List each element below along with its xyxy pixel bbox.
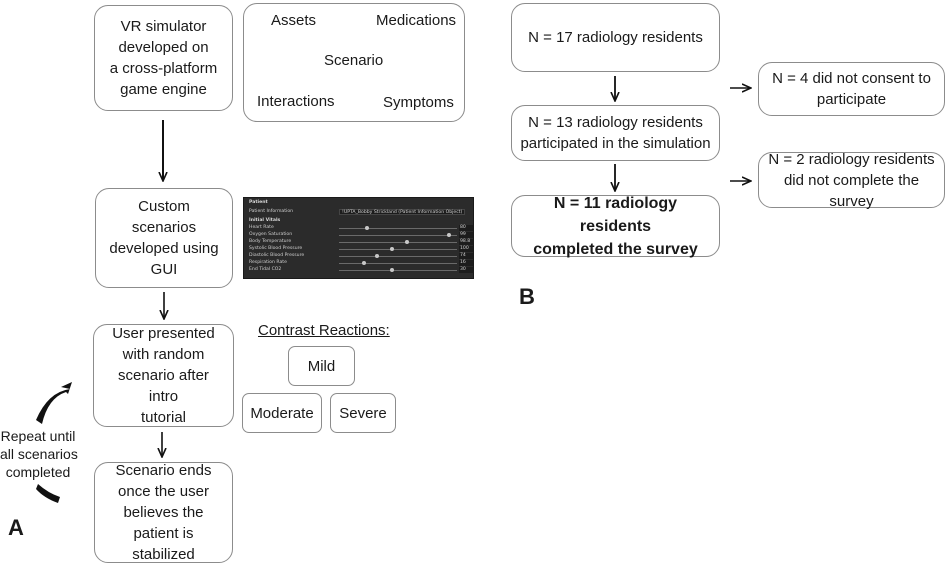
- gui-vital-label: Oxygen Saturation: [249, 232, 293, 237]
- vr-simulator-line-1: VR simulator: [120, 18, 207, 35]
- gui-vital-row: End Tidal CO2 30: [249, 267, 473, 273]
- panel-b-label: B: [519, 284, 535, 309]
- gui-vital-slider[interactable]: [339, 249, 457, 250]
- gui-vital-label: Body Temperature: [249, 239, 292, 244]
- repeat-arrow-up: [36, 382, 72, 424]
- custom-scenarios-line-3: GUI: [150, 261, 178, 278]
- n2-line-1: N = 2 radiology residents: [768, 150, 935, 168]
- n4-line-1: N = 4 did not consent to: [772, 70, 931, 87]
- user-presented-box: User presented with random scenario afte…: [93, 324, 234, 427]
- n4-line-2: participate: [816, 91, 887, 108]
- gui-vital-row: Diastolic Blood Pressure 74: [249, 253, 473, 259]
- severe-label: Severe: [339, 404, 387, 422]
- gui-vital-label: End Tidal CO2: [249, 267, 282, 272]
- gui-patient-info-field[interactable]: !UPTA_Bobby Strickland (Patient Informat…: [339, 209, 465, 215]
- repeat-line-2: all scenarios: [0, 446, 78, 462]
- gui-vital-value[interactable]: 80: [459, 225, 473, 231]
- moderate-box: Moderate: [242, 393, 322, 433]
- vr-simulator-line-2: developed on: [118, 39, 209, 56]
- gui-vital-slider-handle[interactable]: [446, 233, 451, 237]
- custom-scenarios-line-2: developed using: [109, 240, 219, 257]
- custom-scenarios-line-1: Custom scenarios: [131, 198, 197, 236]
- assets-label: Assets: [271, 12, 317, 29]
- gui-vital-label: Heart Rate: [249, 225, 274, 230]
- n2-line-2: did not complete the survey: [783, 171, 920, 210]
- gui-vital-slider[interactable]: [339, 256, 457, 257]
- gui-vital-label: Respiration Rate: [249, 260, 287, 265]
- repeat-arrow-down: [36, 484, 60, 503]
- gui-vital-value[interactable]: 30: [459, 267, 473, 273]
- mild-box: Mild: [288, 346, 355, 386]
- medications-label: Medications: [376, 12, 457, 29]
- gui-vital-slider[interactable]: [339, 228, 457, 229]
- n13-line-1: N = 13 radiology residents: [528, 114, 703, 131]
- vr-simulator-line-4: game engine: [120, 81, 207, 98]
- gui-vital-slider-handle[interactable]: [390, 268, 395, 272]
- gui-patient-info-label: Patient Information: [249, 209, 294, 214]
- gui-vital-row: Body Temperature 98.8: [249, 239, 473, 245]
- severe-box: Severe: [330, 393, 396, 433]
- gui-vitals-header: Initial Vitals: [249, 218, 281, 223]
- n11-line-2: completed the survey: [533, 240, 698, 258]
- vr-simulator-line-3: a cross-platform: [109, 60, 218, 77]
- gui-vital-slider-handle[interactable]: [374, 254, 379, 258]
- gui-vital-row: Systolic Blood Pressure 100: [249, 246, 473, 252]
- gui-vital-value[interactable]: 16: [459, 260, 473, 266]
- gui-vital-value[interactable]: 74: [459, 253, 473, 259]
- gui-vital-slider-handle[interactable]: [405, 240, 410, 244]
- symptoms-label: Symptoms: [383, 94, 454, 111]
- repeat-line-3: completed: [5, 464, 71, 480]
- vr-simulator-box: VR simulator developed on a cross-platfo…: [94, 5, 233, 111]
- n17-box: N = 17 radiology residents: [511, 3, 720, 72]
- custom-scenarios-box: Custom scenarios developed using GUI: [95, 188, 233, 288]
- scenario-ends-box: Scenario ends once the user believes the…: [94, 462, 233, 563]
- repeat-line-1: Repeat until: [0, 428, 76, 444]
- user-presented-line-1: User presented: [112, 325, 215, 342]
- gui-vital-label: Systolic Blood Pressure: [249, 246, 303, 251]
- n17-line-1: N = 17 radiology residents: [528, 29, 703, 46]
- gui-vital-row: Heart Rate 80: [249, 225, 473, 231]
- gui-vital-slider[interactable]: [339, 263, 457, 264]
- gui-vital-slider-handle[interactable]: [390, 247, 395, 251]
- n4-box: N = 4 did not consent to participate: [758, 62, 945, 116]
- scenario-ends-line-2: once the user: [118, 483, 209, 500]
- scenario-label: Scenario: [324, 52, 384, 69]
- moderate-label: Moderate: [250, 404, 314, 422]
- scenario-editor-gui: Patient Patient Information !UPTA_Bobby …: [243, 197, 474, 279]
- components-box: [243, 3, 465, 122]
- gui-vital-slider[interactable]: [339, 242, 457, 243]
- gui-vital-slider[interactable]: [339, 235, 457, 236]
- interactions-label: Interactions: [257, 93, 335, 110]
- gui-vital-value[interactable]: 98.8: [459, 239, 473, 245]
- n13-box: N = 13 radiology residents participated …: [511, 105, 720, 161]
- repeat-text: Repeat until all scenarios completed: [0, 427, 78, 481]
- gui-vital-slider[interactable]: [339, 270, 457, 271]
- scenario-ends-line-1: Scenario ends: [115, 462, 212, 479]
- gui-vital-row: Oxygen Saturation 99: [249, 232, 473, 238]
- scenario-ends-line-4: patient is stabilized: [132, 525, 195, 563]
- gui-vital-value[interactable]: 99: [459, 232, 473, 238]
- gui-vital-value[interactable]: 100: [459, 246, 473, 252]
- n11-box: N = 11 radiology residents completed the…: [511, 194, 720, 258]
- gui-patient-header: Patient: [249, 200, 268, 205]
- n2-box: N = 2 radiology residents did not comple…: [758, 150, 945, 210]
- user-presented-line-3: scenario after intro: [118, 367, 209, 405]
- user-presented-line-2: with random: [122, 346, 205, 363]
- panel-a-label: A: [8, 515, 24, 540]
- n11-line-1: N = 11 radiology residents: [553, 194, 678, 235]
- gui-vital-slider-handle[interactable]: [365, 226, 370, 230]
- n13-line-2: participated in the simulation: [520, 135, 711, 152]
- mild-label: Mild: [307, 357, 336, 375]
- user-presented-line-4: tutorial: [140, 409, 187, 426]
- gui-vital-slider-handle[interactable]: [361, 261, 366, 265]
- gui-vital-row: Respiration Rate 16: [249, 260, 473, 266]
- contrast-reactions-title: Contrast Reactions:: [258, 322, 390, 339]
- scenario-ends-line-3: believes the: [123, 504, 204, 521]
- gui-vital-label: Diastolic Blood Pressure: [249, 253, 305, 258]
